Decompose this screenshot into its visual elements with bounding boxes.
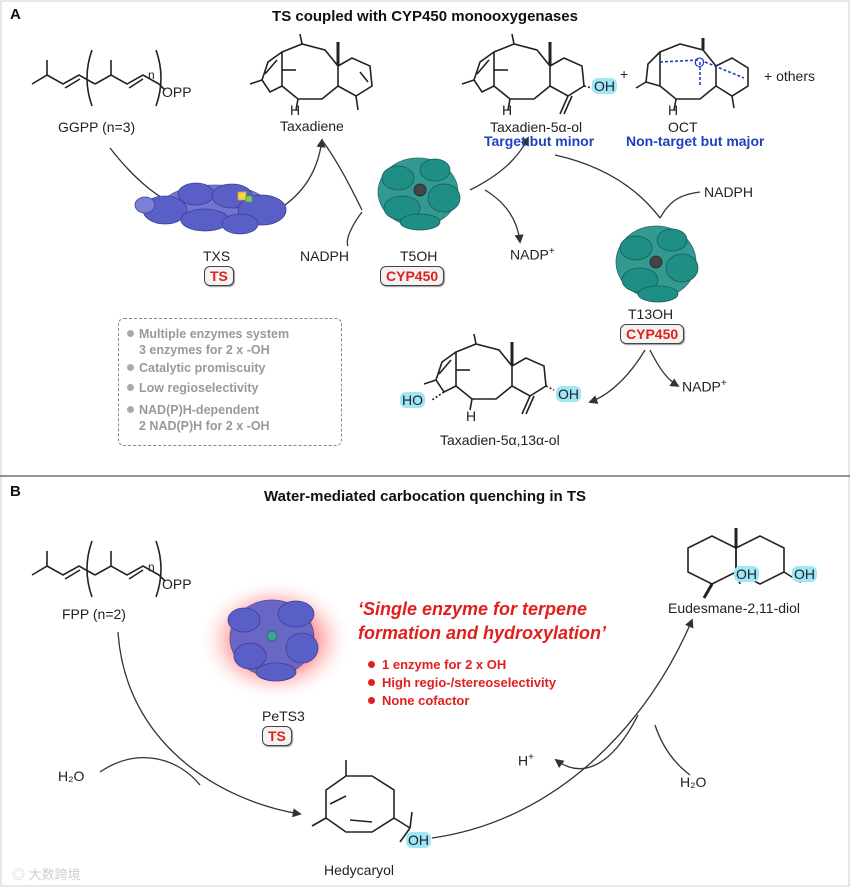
- feature-item-1: 1 enzyme for 2 x OH: [368, 656, 556, 674]
- issue-item-3: Low regioselectivity: [127, 380, 289, 396]
- plus-sign-1: +: [620, 66, 629, 82]
- watermark-icon: ◎: [12, 867, 26, 882]
- h2o-right: H₂O: [680, 774, 707, 790]
- fpp-label: FPP (n=2): [62, 606, 126, 622]
- arrow-h2o-in-left: [99, 757, 201, 786]
- oct-note: Non-target but major: [626, 133, 765, 149]
- arrow-taxadiene-to-t5oh: [321, 139, 363, 211]
- txs-badge: TS: [204, 266, 234, 286]
- t5oh-label: T5OH: [400, 248, 438, 264]
- arrow-hplus-out: [554, 714, 639, 770]
- feature-item-2: High regio-/stereoselectivity: [368, 674, 556, 692]
- eudesmane-structure: [687, 528, 815, 599]
- hedycaryol-structure: [311, 760, 413, 843]
- pets3-badge: TS: [262, 726, 292, 746]
- arrow-taxadienol-to-t13oh: [554, 154, 661, 219]
- txs-label: TXS: [203, 248, 231, 264]
- taxadiene-label: Taxadiene: [280, 118, 344, 134]
- issues-box: Multiple enzymes system 3 enzymes for 2 …: [118, 318, 342, 446]
- diol-structure: [423, 333, 555, 415]
- issue-item-4-detail: 2 NAD(P)H for 2 x -OH: [139, 419, 270, 433]
- nadp-1: NADP: [510, 246, 549, 263]
- arrow-nadph-in-2: [659, 191, 701, 219]
- nadp-1-sup: +: [548, 246, 555, 257]
- watermark: ◎ 大数跨境: [12, 867, 81, 882]
- t13oh-protein-image: [615, 225, 699, 303]
- arrow-fpp-to-hedycaryol: [117, 631, 302, 818]
- hedycaryol-oh: OH: [406, 832, 431, 848]
- arrow-hedycaryol-to-eudesmane: [431, 618, 694, 839]
- arrow-txs-to-taxadiene: [284, 138, 326, 206]
- arrow-h2o-in-right: [654, 724, 691, 776]
- taxadiene-structure: [249, 33, 373, 111]
- pets3-protein-image: [197, 578, 353, 702]
- t5oh-badge: CYP450: [380, 266, 445, 286]
- taxadienol-oh: OH: [592, 78, 617, 94]
- eudesmane-oh-1: OH: [734, 566, 759, 582]
- taxadienol-h: H: [502, 102, 513, 118]
- ggpp-label: GGPP (n=3): [58, 119, 136, 135]
- ggpp-opp-label: OPP: [162, 84, 192, 100]
- t5oh-protein-image: [377, 157, 461, 231]
- ggpp-n-label: n: [148, 68, 155, 82]
- pets3-label: PeTS3: [262, 708, 305, 724]
- oct-structure: [635, 38, 749, 111]
- plus-others: + others: [764, 68, 815, 84]
- panel-b-arrows: [99, 618, 694, 839]
- t13oh-badge: CYP450: [620, 324, 685, 344]
- nadph-2: NADPH: [704, 184, 754, 200]
- issue-item-1: Multiple enzymes system: [127, 326, 289, 342]
- hplus-sup: +: [528, 752, 534, 763]
- issue-item-4: NAD(P)H-dependent: [127, 402, 289, 418]
- panel-b-title: Water-mediated carbocation quenching in …: [264, 488, 586, 505]
- arrow-nadph-in-1: [346, 211, 363, 247]
- fpp-structure: [31, 540, 166, 598]
- panel-letter-b: B: [10, 483, 21, 500]
- oct-o: O: [694, 54, 705, 70]
- fpp-opp-label: OPP: [162, 576, 192, 592]
- diol-ho: HO: [400, 392, 425, 408]
- taxadienol-label: Taxadien-5α-ol: [490, 119, 583, 135]
- oct-label: OCT: [668, 119, 698, 135]
- txs-protein-image: [134, 182, 287, 235]
- fpp-n-label: n: [148, 560, 155, 574]
- diol-oh: OH: [556, 386, 581, 402]
- taxadienol-note: Target but minor: [484, 133, 595, 149]
- taxadienol-structure: [461, 33, 593, 115]
- t13oh-label: T13OH: [628, 306, 674, 322]
- issue-item-2: Catalytic promiscuity: [127, 360, 289, 376]
- feature-item-3: None cofactor: [368, 692, 556, 710]
- taxadiene-h: H: [290, 102, 301, 118]
- issue-item-1-detail: 3 enzymes for 2 x -OH: [139, 343, 270, 357]
- nadp-2: NADP: [682, 378, 721, 395]
- quote-line-1: ‘Single enzyme for terpene: [358, 599, 588, 619]
- panel-letter-a: A: [10, 6, 21, 23]
- panel-a-title: TS coupled with CYP450 monooxygenases: [272, 8, 578, 25]
- eudesmane-label: Eudesmane-2,11-diol: [668, 600, 801, 616]
- oct-h: H: [668, 102, 679, 118]
- h2o-left: H₂O: [58, 768, 85, 784]
- arrow-nadp-out-1: [484, 189, 524, 244]
- ggpp-structure: [31, 49, 166, 107]
- arrow-t13oh-to-diol: [588, 349, 646, 404]
- quote-line-2: formation and hydroxylation’: [358, 623, 607, 643]
- diol-label: Taxadien-5α,13α-ol: [440, 432, 560, 448]
- arrow-nadp-out-2: [649, 349, 680, 387]
- eudesmane-oh-2: OH: [792, 566, 817, 582]
- hplus: H: [518, 752, 529, 769]
- arrow-t5oh-to-taxadienol: [469, 136, 529, 191]
- hedycaryol-label: Hedycaryol: [324, 862, 395, 878]
- diol-h: H: [466, 408, 477, 424]
- nadp-2-sup: +: [720, 378, 727, 389]
- nadph-1: NADPH: [300, 248, 350, 264]
